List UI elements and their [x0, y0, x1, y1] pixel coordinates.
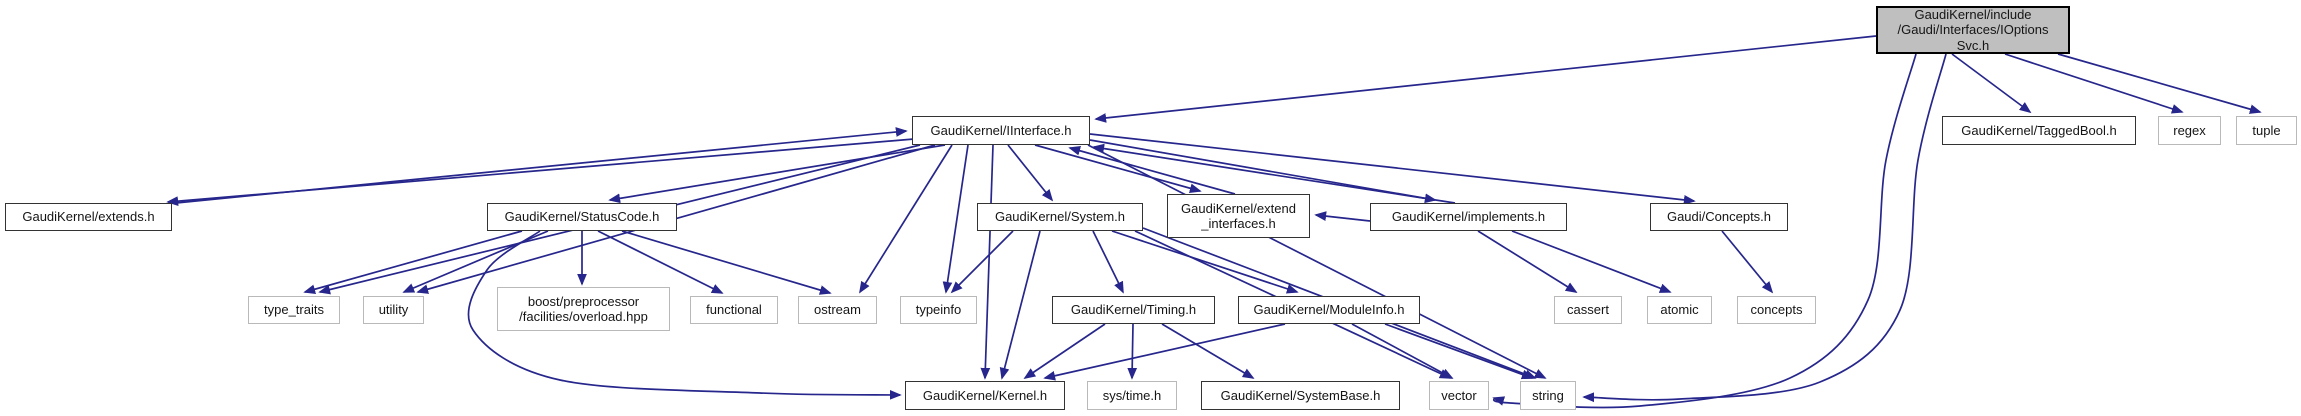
- include-edge-iinterface-to-system: [1007, 144, 1054, 202]
- include-edge-timing-to-systime: [1127, 323, 1138, 380]
- include-edge-implements-to-atomic: [1511, 230, 1672, 293]
- include-edge-implements-to-cassert: [1477, 230, 1578, 293]
- include-edge-extendif-to-iinterface: [1068, 146, 1236, 195]
- node-implements[interactable]: GaudiKernel/implements.h: [1370, 203, 1567, 231]
- include-edge-iinterface-to-concepts_h: [1089, 133, 1696, 205]
- include-edge-system-to-moduleinfo: [1111, 230, 1299, 294]
- include-edge-root-to-taggedbool: [1951, 53, 2032, 114]
- node-root: GaudiKernel/include /Gaudi/Interfaces/IO…: [1876, 6, 2070, 54]
- include-edge-concepts_h-to-concepts_std: [1721, 230, 1774, 294]
- node-system[interactable]: GaudiKernel/System.h: [977, 203, 1143, 231]
- include-edge-iinterface-to-kernel: [980, 144, 994, 380]
- include-edge-root-to-regex: [2004, 53, 2184, 114]
- include-edge-timing-to-systembase: [1161, 323, 1255, 379]
- node-vector: vector: [1429, 381, 1489, 410]
- node-typetraits: type_traits: [248, 296, 340, 324]
- include-edge-root-to-tuple: [2057, 53, 2262, 114]
- include-edge-iinterface-to-implements: [1089, 139, 1437, 204]
- include-edge-system-to-kernel: [999, 230, 1041, 380]
- node-statuscode[interactable]: GaudiKernel/StatusCode.h: [487, 203, 677, 231]
- include-edge-root-to-iinterface: [1094, 35, 1877, 123]
- node-concepts_h[interactable]: Gaudi/Concepts.h: [1650, 203, 1788, 231]
- include-edge-statuscode-to-kernel: [467, 230, 902, 400]
- include-edge-moduleinfo-to-string: [1384, 323, 1534, 380]
- include-edge-implements-to-iinterface: [1092, 143, 1456, 204]
- node-kernel[interactable]: GaudiKernel/Kernel.h: [905, 381, 1065, 410]
- node-taggedbool[interactable]: GaudiKernel/TaggedBool.h: [1942, 116, 2136, 145]
- include-edge-implements-to-extendif: [1314, 211, 1371, 222]
- include-edge-iinterface-to-statuscode: [608, 144, 946, 204]
- node-cassert: cassert: [1554, 296, 1622, 324]
- node-systime: sys/time.h: [1087, 381, 1177, 410]
- include-edge-statuscode-to-ostream: [621, 230, 832, 295]
- node-string: string: [1520, 381, 1576, 410]
- node-regex: regex: [2158, 116, 2221, 145]
- include-edge-statuscode-to-utility: [402, 230, 549, 293]
- node-extends[interactable]: GaudiKernel/extends.h: [5, 203, 172, 231]
- node-utility: utility: [363, 296, 424, 324]
- node-concepts_std: concepts: [1737, 296, 1816, 324]
- node-tuple: tuple: [2236, 116, 2297, 145]
- include-edge-timing-to-kernel: [1023, 323, 1106, 379]
- include-edge-iinterface-to-ostream: [859, 144, 953, 294]
- include-edge-system-to-timing: [1092, 230, 1124, 294]
- node-extendif[interactable]: GaudiKernel/extend _interfaces.h: [1167, 194, 1310, 238]
- node-iinterface[interactable]: GaudiKernel/IInterface.h: [912, 116, 1090, 145]
- node-typeinfo: typeinfo: [900, 296, 977, 324]
- include-edge-root-to-string: [1582, 53, 1947, 403]
- node-atomic: atomic: [1647, 296, 1712, 324]
- node-moduleinfo[interactable]: GaudiKernel/ModuleInfo.h: [1238, 296, 1420, 324]
- include-edge-iinterface-to-string: [1087, 144, 1547, 379]
- node-systembase[interactable]: GaudiKernel/SystemBase.h: [1201, 381, 1400, 410]
- include-edge-moduleinfo-to-kernel: [1043, 323, 1286, 381]
- include-edge-statuscode-to-typetraits: [303, 230, 523, 294]
- include-edge-system-to-typeinfo: [950, 230, 1014, 294]
- include-edge-statuscode-to-functional: [597, 230, 724, 294]
- node-boost_overload: boost/preprocessor /facilities/overload.…: [497, 287, 670, 331]
- include-edge-iinterface-to-typeinfo: [942, 144, 969, 294]
- include-edge-extends-to-iinterface: [175, 127, 908, 204]
- node-functional: functional: [690, 296, 778, 324]
- node-timing[interactable]: GaudiKernel/Timing.h: [1052, 296, 1215, 324]
- include-edge-iinterface-to-extendif: [1034, 144, 1202, 193]
- include-edge-moduleinfo-to-vector: [1351, 323, 1454, 379]
- node-ostream: ostream: [798, 296, 877, 324]
